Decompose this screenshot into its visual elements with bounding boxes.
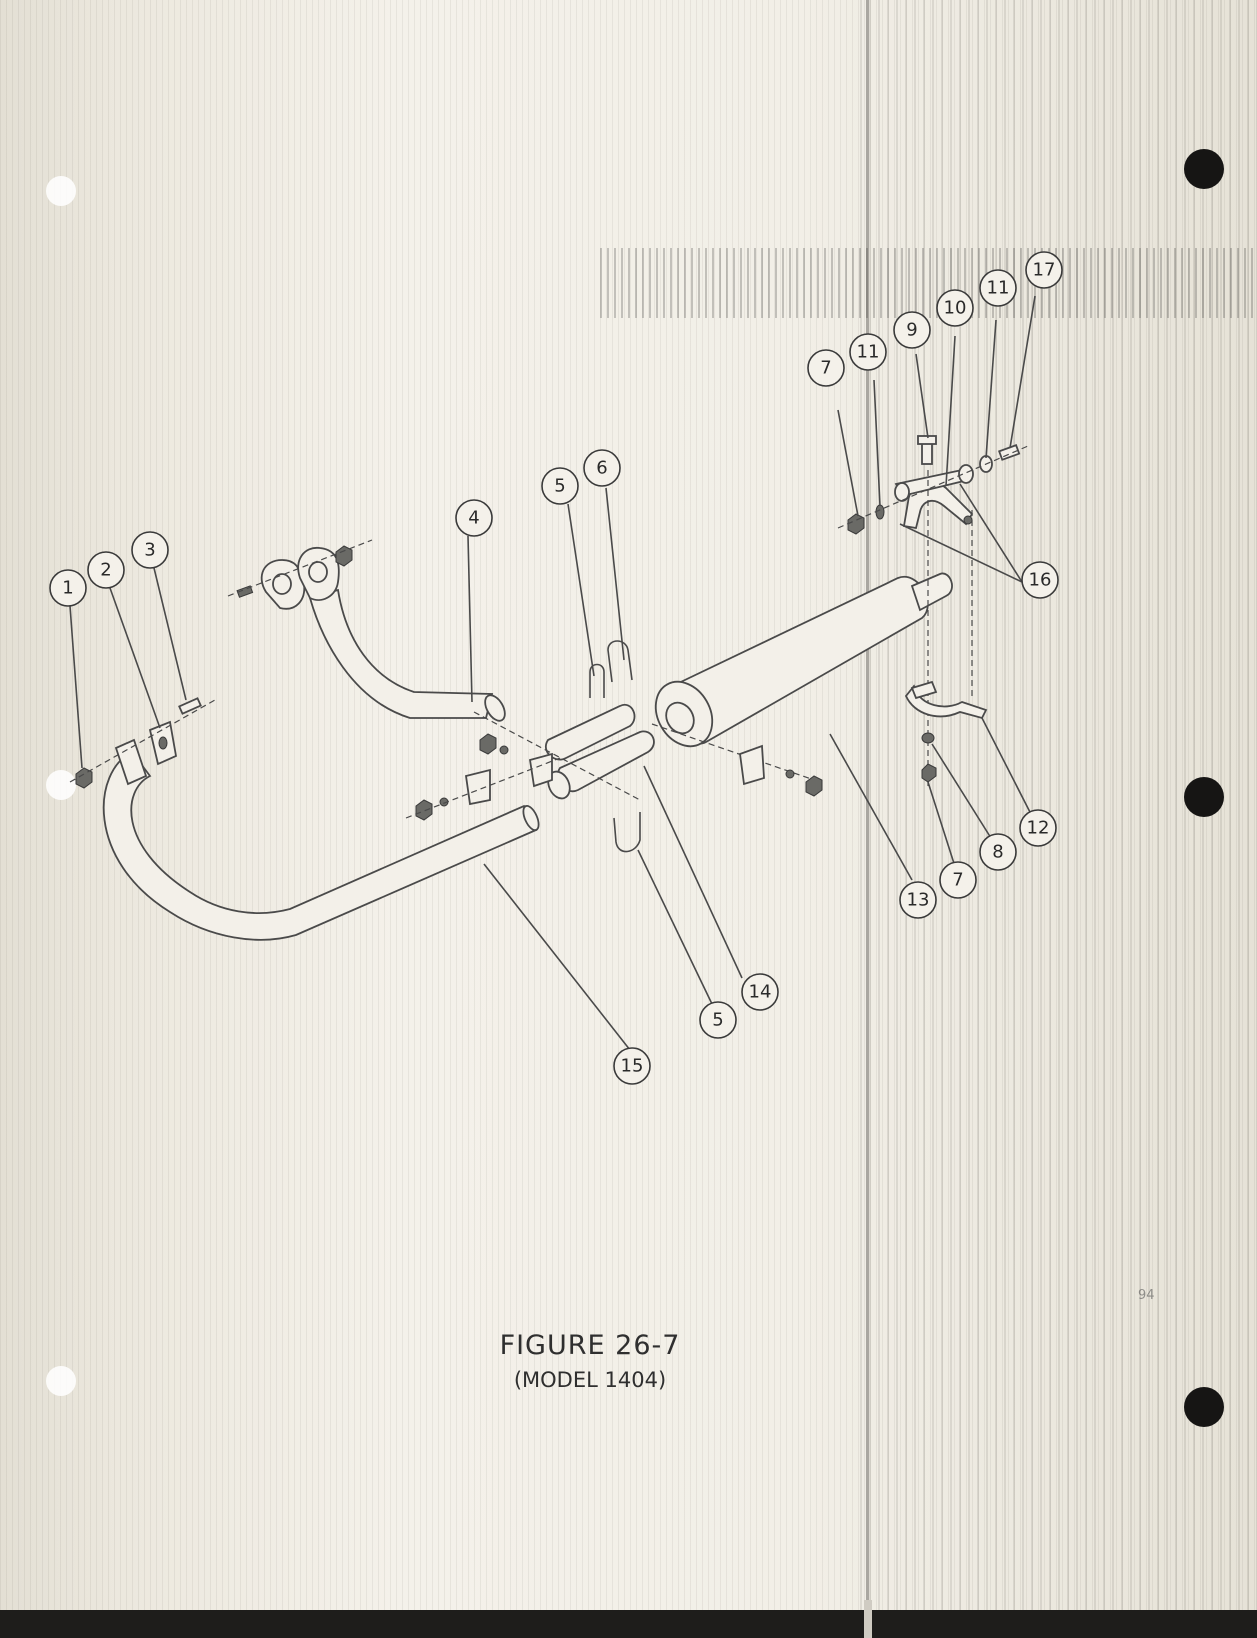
callout-7-upper: 7 [807,349,845,387]
figure-title: FIGURE 26-7 [499,1330,681,1361]
flange-2 [114,720,178,786]
hanger-bracket-10 [894,464,974,530]
callout-11-left: 11 [849,333,887,371]
callout-7-upper-label: 7 [820,358,831,379]
callout-1: 1 [49,569,87,607]
scan-bottom-edge [0,1610,1257,1638]
u-bolt-6 [607,640,633,683]
front-pipe-4 [227,539,506,722]
callout-2: 2 [87,551,125,589]
callout-14: 14 [741,973,779,1011]
callout-17-label: 17 [1033,260,1056,281]
callout-6-label: 6 [596,458,607,479]
callout-11-left-label: 11 [857,342,880,363]
callout-11-right: 11 [979,269,1017,307]
callout-5-lower-label: 5 [712,1010,723,1031]
u-bolt-5-lower [613,812,641,853]
callout-5-lower: 5 [699,1001,737,1039]
callout-15-label: 15 [621,1056,644,1077]
callout-13: 13 [899,881,937,919]
assembly-line-hanger [837,445,1029,529]
callout-14-label: 14 [749,982,772,1003]
exhaust-pipe-15 [102,750,540,941]
leader-lines [69,295,1036,1051]
washer-11 [875,504,885,520]
callout-15: 15 [613,1047,651,1085]
callout-1-label: 1 [62,578,73,599]
callout-4-label: 4 [468,508,479,529]
figure-subtitle: (MODEL 1404) [513,1368,667,1392]
washer-8 [921,732,935,744]
y-pipe-14 [473,703,655,801]
punch-hole-ghost-top [46,176,76,206]
nut-7-upper [847,513,865,535]
callout-12: 12 [1019,809,1057,847]
bolt-17 [998,444,1021,461]
strap-12 [904,680,988,720]
callout-5-upper: 5 [541,467,579,505]
bolt-9 [917,435,937,465]
callout-10-label: 10 [944,298,967,319]
callout-9: 9 [893,311,931,349]
margin-mark: 94 [1138,1288,1155,1303]
callout-7-lower: 7 [939,861,977,899]
binder-hole-top [1184,149,1224,189]
callout-4: 4 [455,499,493,537]
callout-6: 6 [583,449,621,487]
callout-16: 16 [1021,561,1059,599]
callout-2-label: 2 [100,560,111,581]
callout-13-label: 13 [907,890,930,911]
nut-7-lower [921,763,937,783]
callout-11-right-label: 11 [987,278,1010,299]
callout-9-label: 9 [906,320,917,341]
muffler-13 [651,572,953,797]
assembly-line-1-3 [69,699,216,783]
clamp-saddle-left [405,733,561,821]
scan-noise-band [600,248,1257,318]
callout-5-upper-label: 5 [554,476,565,497]
callout-16-label: 16 [1029,570,1052,591]
nut-1 [75,767,93,789]
u-bolt-5-upper [589,663,605,698]
callout-8: 8 [979,833,1017,871]
page-seam-gap [864,1600,872,1638]
callout-3-label: 3 [144,540,155,561]
callout-17: 17 [1025,251,1063,289]
punch-hole-ghost-middle [46,770,76,800]
binder-hole-middle [1184,777,1224,817]
stud-3 [178,697,202,715]
binder-hole-bottom [1184,1387,1224,1427]
page-seam [866,0,869,1638]
callout-3: 3 [131,531,169,569]
callout-12-label: 12 [1027,818,1050,839]
callout-8-label: 8 [992,842,1003,863]
callout-10: 10 [936,289,974,327]
callout-7-lower-label: 7 [952,870,963,891]
punch-hole-ghost-bottom [46,1366,76,1396]
